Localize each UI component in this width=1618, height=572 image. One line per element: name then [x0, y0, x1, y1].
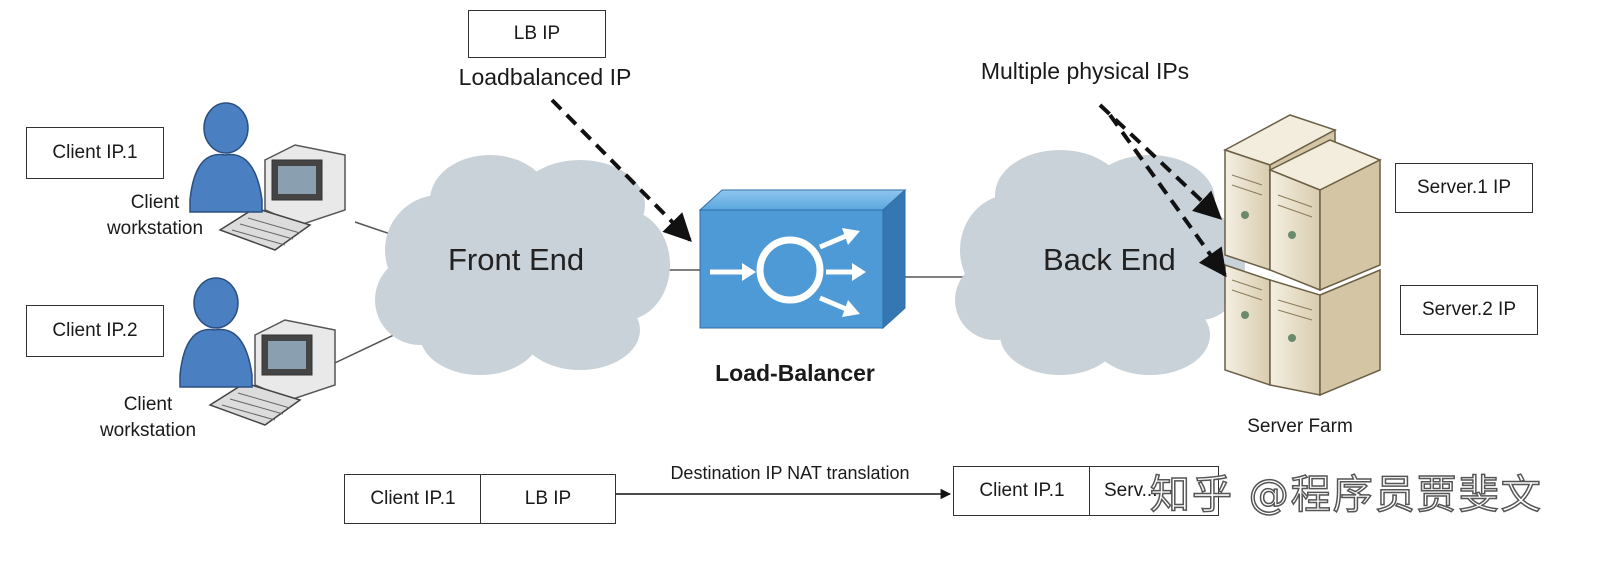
loadbalanced-ip-label: Loadbalanced IP: [458, 64, 632, 90]
client-1-label-line1: Client: [130, 192, 180, 213]
back-end-cloud: [955, 150, 1245, 375]
watermark-text: 知乎 @程序员贾斐文: [1149, 471, 1543, 519]
nat-translation-label: Destination IP NAT translation: [670, 463, 910, 483]
packet-before-src-box: Client IP.1: [344, 474, 482, 524]
packet-after-src-text: Client IP.1: [979, 480, 1065, 501]
client-ip-1-box: Client IP.1: [26, 127, 164, 179]
front-end-cloud: [375, 155, 670, 375]
packet-after-dst-text: Serv...: [1104, 480, 1158, 501]
server-farm-label: Server Farm: [1247, 416, 1353, 437]
client-workstation-2-label: Client workstation: [78, 392, 218, 444]
packet-before-dst-text: LB IP: [524, 488, 572, 509]
client-ip-1-text: Client IP.1: [52, 142, 138, 163]
lb-ip-text: LB IP: [513, 23, 561, 44]
lb-ip-box: LB IP: [468, 10, 606, 58]
multiple-physical-ips-label: Multiple physical IPs: [980, 58, 1190, 84]
client-workstation-1-label: Client workstation: [85, 190, 225, 242]
client-1-label-line2: workstation: [106, 218, 204, 239]
client-workstation-2: [179, 277, 336, 426]
server-1-ip-text: Server.1 IP: [1417, 177, 1511, 198]
client-2-label-line2: workstation: [99, 420, 197, 441]
back-end-label: Back End: [1043, 242, 1176, 277]
dashed-arrows: [550, 98, 1227, 278]
client-2-label-line1: Client: [123, 394, 173, 415]
client-workstation-1: [189, 102, 346, 251]
server-2-ip-text: Server.2 IP: [1422, 299, 1516, 320]
packet-after-dst-box: Serv...: [1089, 466, 1219, 516]
load-balancer-device: [698, 188, 907, 330]
front-end-label: Front End: [448, 242, 585, 277]
packet-after-src-box: Client IP.1: [953, 466, 1091, 516]
packet-before-dst-box: LB IP: [480, 474, 616, 524]
server-1-ip-box: Server.1 IP: [1395, 163, 1533, 213]
client-ip-2-box: Client IP.2: [26, 305, 164, 357]
server-2-ip-box: Server.2 IP: [1400, 285, 1538, 335]
server-farm: [1223, 114, 1382, 397]
packet-before-src-text: Client IP.1: [370, 488, 456, 509]
load-balancer-label: Load-Balancer: [715, 360, 875, 386]
client-ip-2-text: Client IP.2: [52, 320, 138, 341]
